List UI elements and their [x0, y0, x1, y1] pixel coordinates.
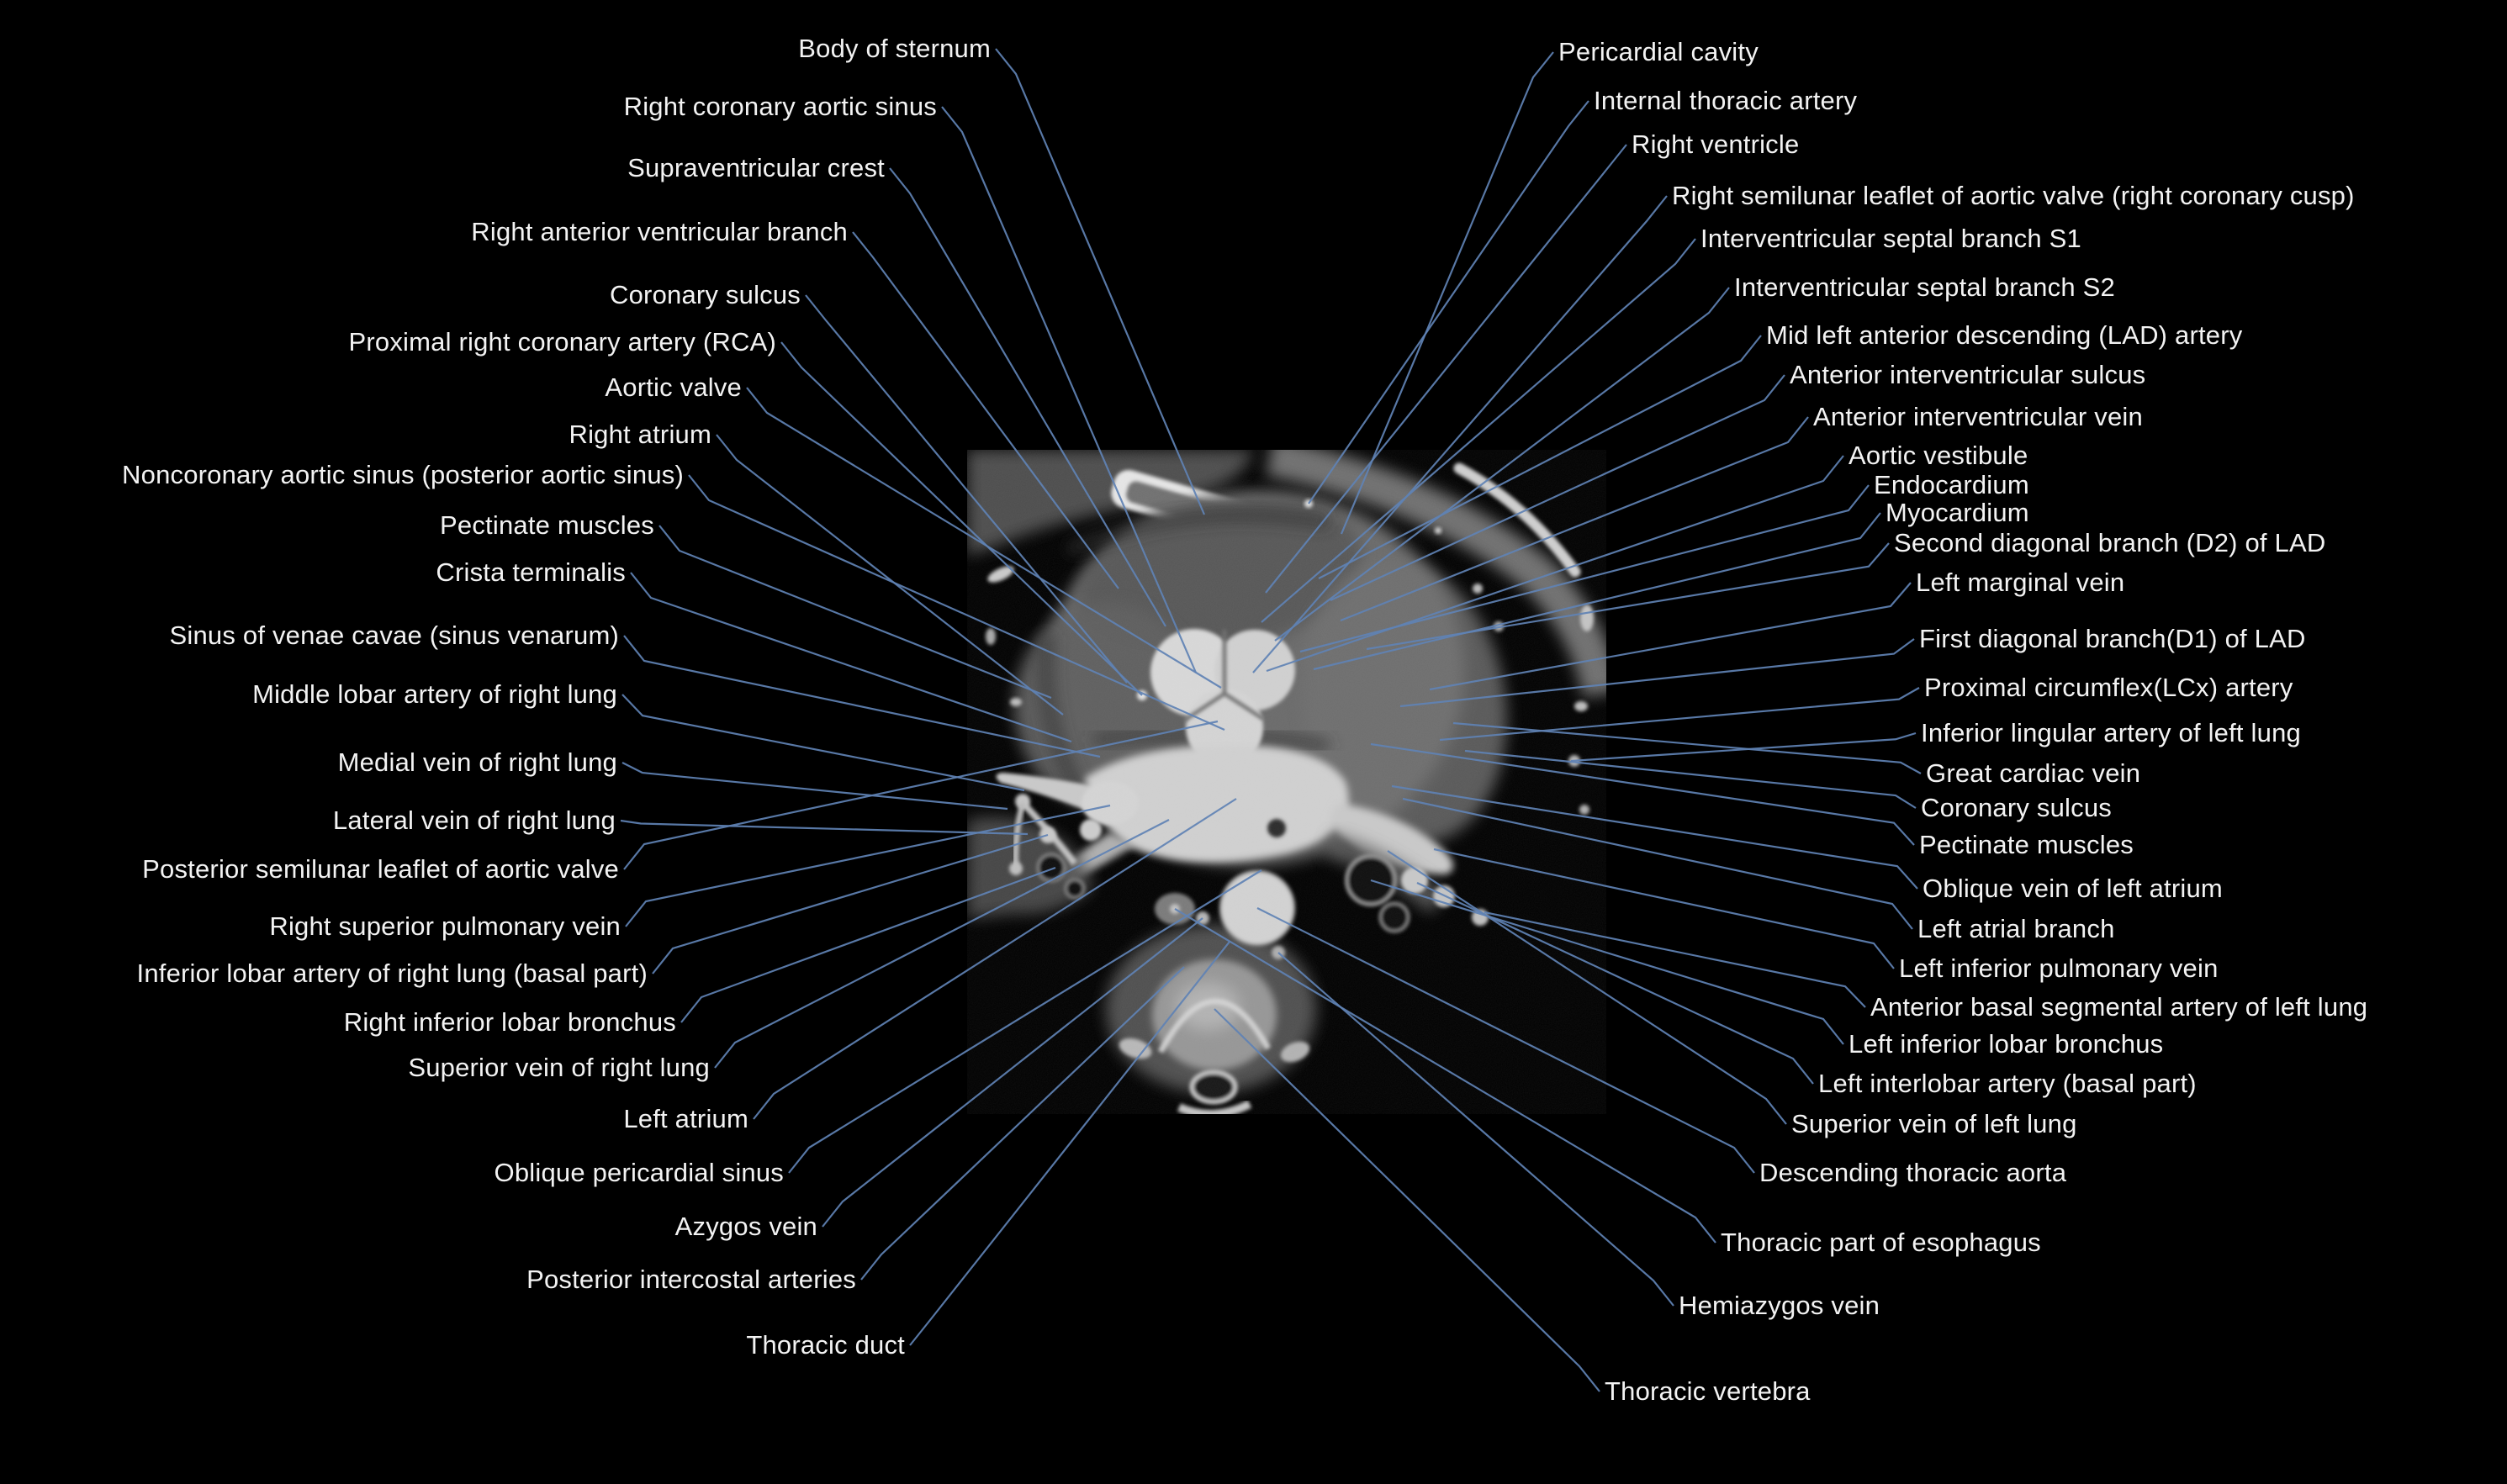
anatomy-label-superior-vein-of-left-lung: Superior vein of left lung [1791, 1109, 2077, 1139]
anatomy-label-middle-lobar-artery-of-right-lung: Middle lobar artery of right lung [252, 679, 617, 710]
anatomy-label-left-inferior-lobar-bronchus: Left inferior lobar bronchus [1849, 1029, 2164, 1059]
anatomy-label-right-semilunar-leaflet-of-aortic-valve-right-coronary-cusp: Right semilunar leaflet of aortic valve … [1672, 181, 2355, 211]
anatomy-label-left-interlobar-artery-basal-part: Left interlobar artery (basal part) [1818, 1069, 2197, 1099]
anatomy-label-azygos-vein: Azygos vein [674, 1212, 817, 1242]
anatomy-label-medial-vein-of-right-lung: Medial vein of right lung [337, 747, 617, 778]
anatomy-label-inferior-lobar-artery-of-right-lung-basal-part: Inferior lobar artery of right lung (bas… [136, 959, 648, 989]
anatomy-label-right-ventricle: Right ventricle [1632, 129, 1800, 160]
anatomy-label-pericardial-cavity: Pericardial cavity [1558, 37, 1759, 67]
anatomy-label-internal-thoracic-artery: Internal thoracic artery [1594, 86, 1858, 116]
anatomy-label-lateral-vein-of-right-lung: Lateral vein of right lung [332, 805, 616, 836]
anatomy-label-first-diagonal-branch-d1-of-lad: First diagonal branch(D1) of LAD [1919, 624, 2306, 654]
anatomy-label-interventricular-septal-branch-s2: Interventricular septal branch S2 [1734, 272, 2115, 303]
anatomy-label-left-marginal-vein: Left marginal vein [1916, 568, 2125, 598]
anatomy-label-oblique-vein-of-left-atrium: Oblique vein of left atrium [1923, 874, 2223, 904]
anatomy-label-endocardium: Endocardium [1874, 470, 2029, 500]
anatomy-label-oblique-pericardial-sinus: Oblique pericardial sinus [494, 1158, 784, 1188]
anatomy-label-right-coronary-aortic-sinus: Right coronary aortic sinus [623, 92, 937, 122]
anatomy-label-myocardium: Myocardium [1886, 498, 2029, 528]
anatomy-label-noncoronary-aortic-sinus-posterior-aortic-sinus: Noncoronary aortic sinus (posterior aort… [122, 460, 684, 490]
anatomy-label-pectinate-muscles: Pectinate muscles [440, 510, 654, 541]
anatomy-label-thoracic-part-of-esophagus: Thoracic part of esophagus [1721, 1228, 2041, 1258]
anatomy-label-right-atrium: Right atrium [569, 420, 711, 450]
anatomy-label-proximal-right-coronary-artery-rca: Proximal right coronary artery (RCA) [348, 327, 776, 357]
anatomy-label-mid-left-anterior-descending-lad-artery: Mid left anterior descending (LAD) arter… [1766, 320, 2243, 351]
anatomy-label-proximal-circumflex-lcx-artery: Proximal circumflex(LCx) artery [1924, 673, 2293, 703]
anatomy-label-right-superior-pulmonary-vein: Right superior pulmonary vein [269, 911, 621, 942]
anatomy-label-anterior-basal-segmental-artery-of-left-lung: Anterior basal segmental artery of left … [1870, 992, 2368, 1022]
anatomy-label-pectinate-muscles: Pectinate muscles [1919, 830, 2134, 860]
anatomy-label-anterior-interventricular-vein: Anterior interventricular vein [1813, 402, 2143, 432]
anatomy-label-crista-terminalis: Crista terminalis [436, 557, 626, 588]
anatomy-label-aortic-vestibule: Aortic vestibule [1849, 441, 2028, 471]
anatomy-label-coronary-sulcus: Coronary sulcus [610, 280, 801, 310]
anatomy-label-supraventricular-crest: Supraventricular crest [627, 153, 885, 183]
anatomy-label-left-inferior-pulmonary-vein: Left inferior pulmonary vein [1899, 953, 2219, 984]
anatomy-label-posterior-semilunar-leaflet-of-aortic-valve: Posterior semilunar leaflet of aortic va… [142, 854, 619, 885]
anatomy-label-thoracic-vertebra: Thoracic vertebra [1605, 1376, 1811, 1407]
anatomy-label-anterior-interventricular-sulcus: Anterior interventricular sulcus [1790, 360, 2146, 390]
anatomy-label-thoracic-duct: Thoracic duct [746, 1330, 905, 1360]
anatomy-label-right-inferior-lobar-bronchus: Right inferior lobar bronchus [343, 1007, 676, 1038]
anatomy-label-posterior-intercostal-arteries: Posterior intercostal arteries [526, 1265, 856, 1295]
anatomy-label-hemiazygos-vein: Hemiazygos vein [1679, 1291, 1880, 1321]
anatomy-label-great-cardiac-vein: Great cardiac vein [1926, 758, 2141, 789]
anatomy-label-superior-vein-of-right-lung: Superior vein of right lung [408, 1053, 710, 1083]
anatomy-label-left-atrial-branch: Left atrial branch [1917, 914, 2115, 944]
anatomy-label-inferior-lingular-artery-of-left-lung: Inferior lingular artery of left lung [1921, 718, 2301, 748]
anatomy-label-body-of-sternum: Body of sternum [798, 34, 991, 64]
anatomy-label-second-diagonal-branch-d2-of-lad: Second diagonal branch (D2) of LAD [1894, 528, 2326, 558]
anatomy-label-right-anterior-ventricular-branch: Right anterior ventricular branch [471, 217, 848, 247]
anatomy-label-aortic-valve: Aortic valve [605, 372, 742, 403]
anatomy-label-interventricular-septal-branch-s1: Interventricular septal branch S1 [1700, 224, 2081, 254]
anatomy-label-coronary-sulcus: Coronary sulcus [1921, 793, 2112, 823]
anatomy-label-left-atrium: Left atrium [623, 1104, 748, 1134]
anatomy-label-descending-thoracic-aorta: Descending thoracic aorta [1759, 1158, 2067, 1188]
anatomy-label-sinus-of-venae-cavae-sinus-venarum: Sinus of venae cavae (sinus venarum) [169, 621, 619, 651]
